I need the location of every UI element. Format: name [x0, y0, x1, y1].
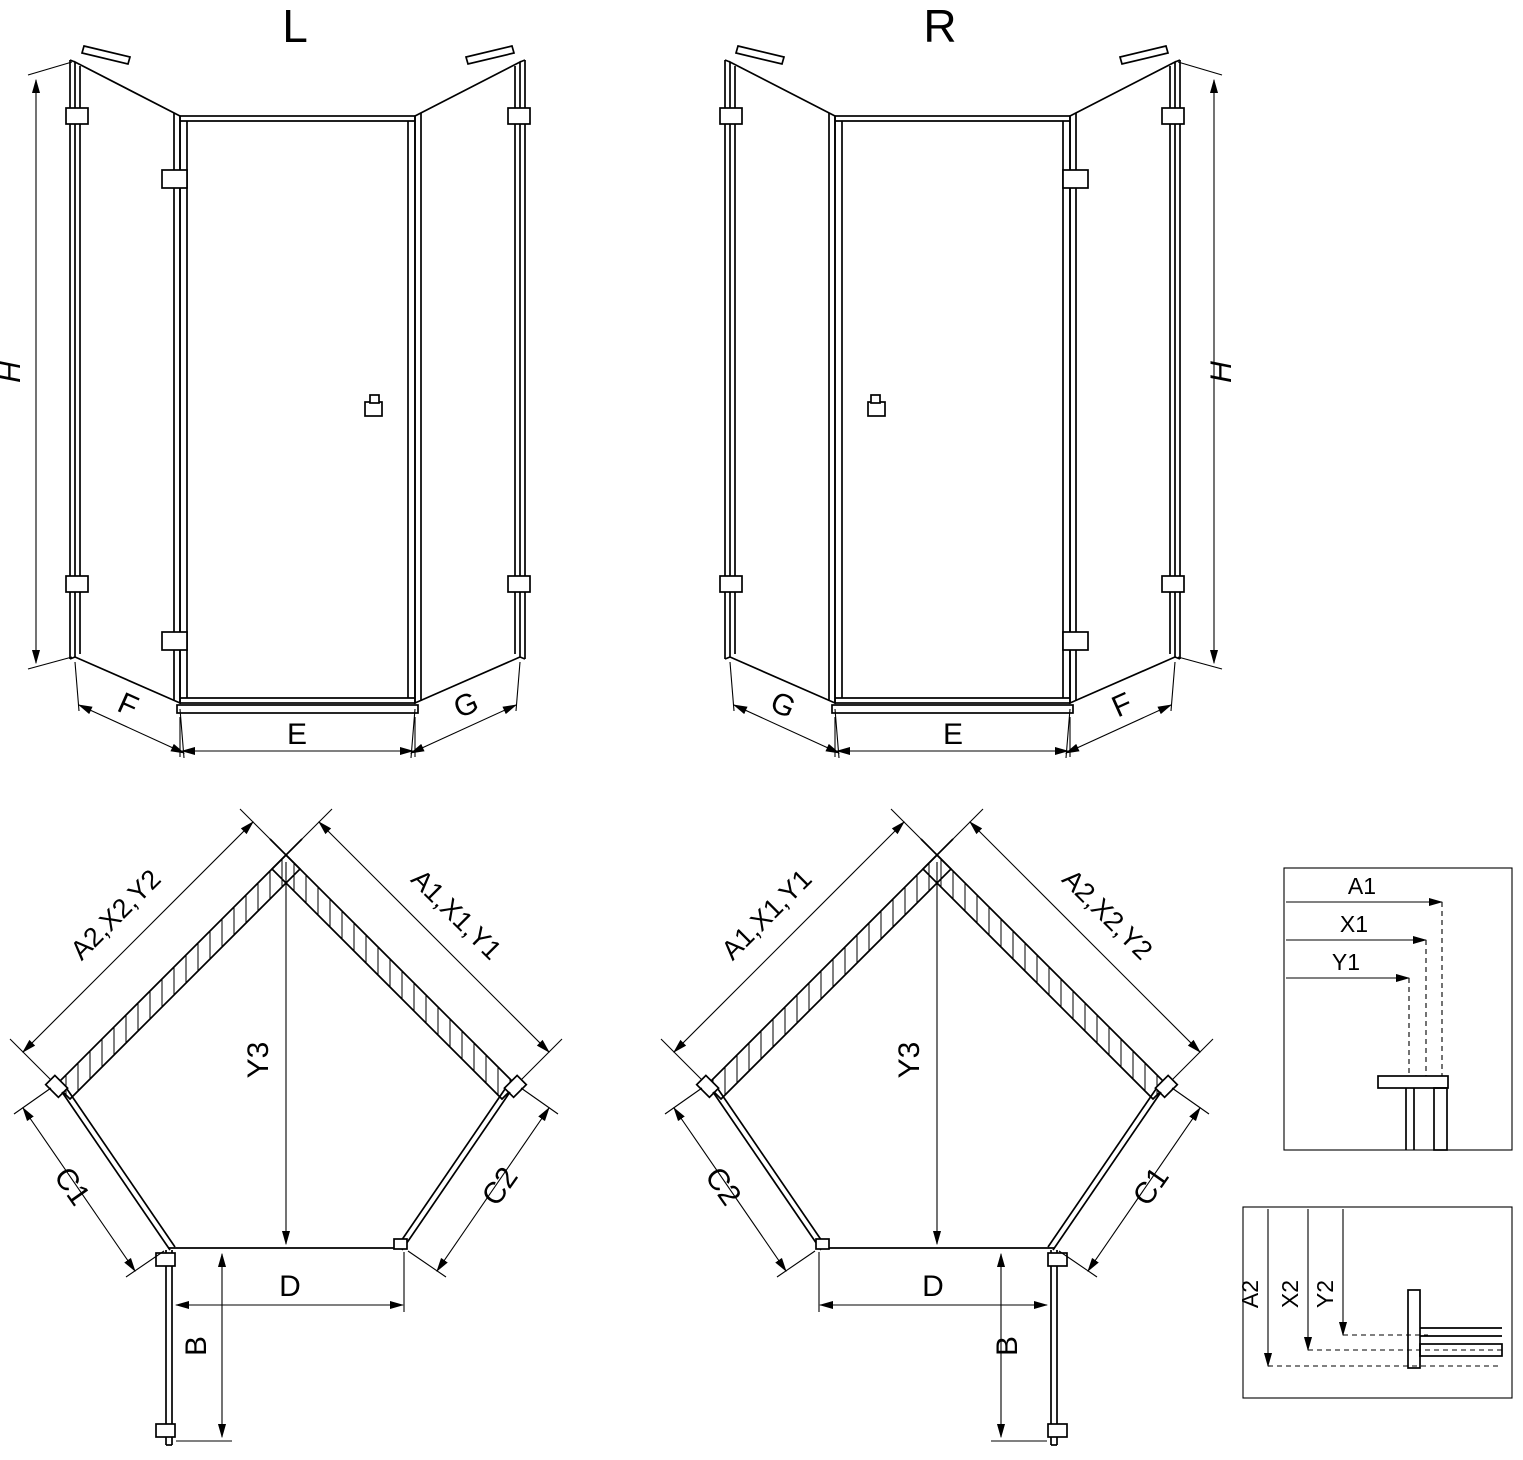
plan-left-depth-label: Y3: [242, 1042, 275, 1079]
detail-top-label-y1: Y1: [1332, 949, 1360, 975]
front-left-bottom-right-label: G: [449, 686, 484, 726]
detail-frame: [1283, 867, 1513, 1151]
detail-arrows: [1286, 897, 1444, 983]
plan-left-wall-left-label: A2,X2,Y2: [65, 864, 167, 966]
detail-section-vertical: [1242, 1206, 1513, 1399]
front-right-bottom-center-label: E: [943, 718, 963, 751]
detail-bottom-label-x2: X2: [1277, 1280, 1303, 1308]
front-left-height-label: H: [0, 361, 27, 383]
detail-top-label-x1: X1: [1340, 911, 1368, 937]
front-elevation-left: [28, 46, 530, 758]
front-elevation-right: [720, 46, 1222, 758]
plan-right-wall-left-label: A1,X1,Y1: [716, 864, 818, 966]
front-left-variant-label: L: [282, 0, 308, 52]
front-left-bottom-center-label: E: [287, 718, 307, 751]
plan-left-door-width-label: D: [279, 1270, 301, 1303]
plan-right-depth-label: Y3: [893, 1042, 926, 1079]
front-right-bottom-right-label: F: [1107, 687, 1137, 725]
profile-cross-section: [1407, 1289, 1503, 1369]
detail-reference-lines: [1268, 1334, 1502, 1367]
detail-section-horizontal: [1283, 867, 1513, 1151]
detail-frame: [1242, 1206, 1513, 1399]
front-right-variant-label: R: [923, 0, 956, 52]
detail-top-label-a1: A1: [1348, 873, 1376, 899]
detail-reference-lines: [1408, 902, 1443, 1076]
plan-left-door-open-label: B: [180, 1336, 213, 1356]
front-right-bottom-left-label: G: [765, 686, 800, 726]
front-right-height-label: H: [1205, 361, 1238, 383]
plan-view-right: [661, 809, 1213, 1445]
plan-view-left: [10, 809, 562, 1445]
profile-cross-section: [1377, 1075, 1449, 1151]
plan-left-wall-right-label: A1,X1,Y1: [405, 864, 507, 966]
front-left-bottom-left-label: F: [113, 687, 143, 725]
detail-bottom-label-a2: A2: [1237, 1280, 1263, 1308]
detail-arrows: [1263, 1209, 1348, 1368]
plan-right-door-width-label: D: [922, 1270, 944, 1303]
plan-right-door-open-label: B: [991, 1336, 1024, 1356]
detail-bottom-label-y2: Y2: [1312, 1280, 1338, 1308]
plan-right-wall-right-label: A2,X2,Y2: [1056, 864, 1158, 966]
